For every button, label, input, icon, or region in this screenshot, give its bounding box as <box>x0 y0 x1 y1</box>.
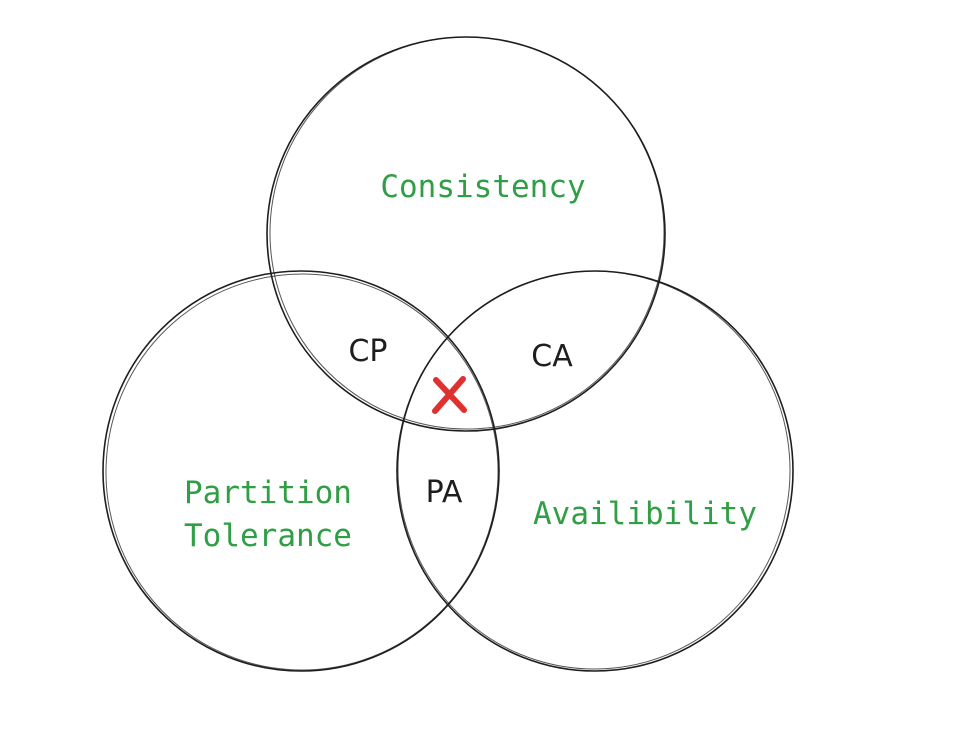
cp-label: CP <box>348 334 387 369</box>
circle-consistency <box>266 36 666 432</box>
pa-label: PA <box>426 475 463 510</box>
consistency-label: Consistency <box>380 169 585 205</box>
partition-label-line1: Partition <box>184 475 352 511</box>
cross-icon <box>432 376 467 414</box>
circle-availability <box>396 270 794 672</box>
circle-partition-tolerance <box>102 270 500 672</box>
partition-label-line2: Tolerance <box>184 518 352 554</box>
ca-label: CA <box>531 339 573 374</box>
availability-label: Availibility <box>533 496 757 532</box>
